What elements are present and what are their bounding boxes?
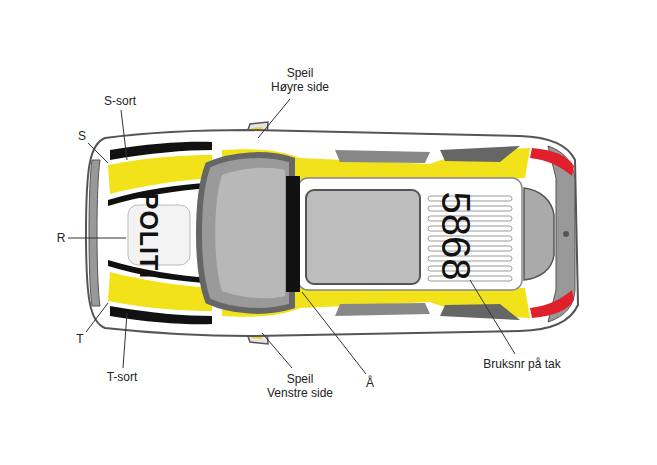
leader-lines [68, 99, 515, 374]
mirror-label: Speil Høyre side [270, 66, 330, 95]
part-label: T [76, 332, 83, 346]
part-label: R [57, 231, 66, 245]
part-label: T-sort [107, 370, 138, 384]
rear [524, 148, 574, 318]
roof-number: 5868 [436, 192, 476, 281]
part-label: S-sort [104, 94, 136, 108]
mirror-label: Speil Venstre side [266, 372, 334, 401]
part-label: S [78, 129, 86, 143]
car-body [86, 130, 578, 336]
part-label: Å [366, 376, 374, 390]
part-label: Bruksnr på tak [483, 357, 560, 371]
windshield [199, 155, 292, 311]
roof [286, 176, 522, 292]
hood-text: POLITI [136, 193, 161, 280]
